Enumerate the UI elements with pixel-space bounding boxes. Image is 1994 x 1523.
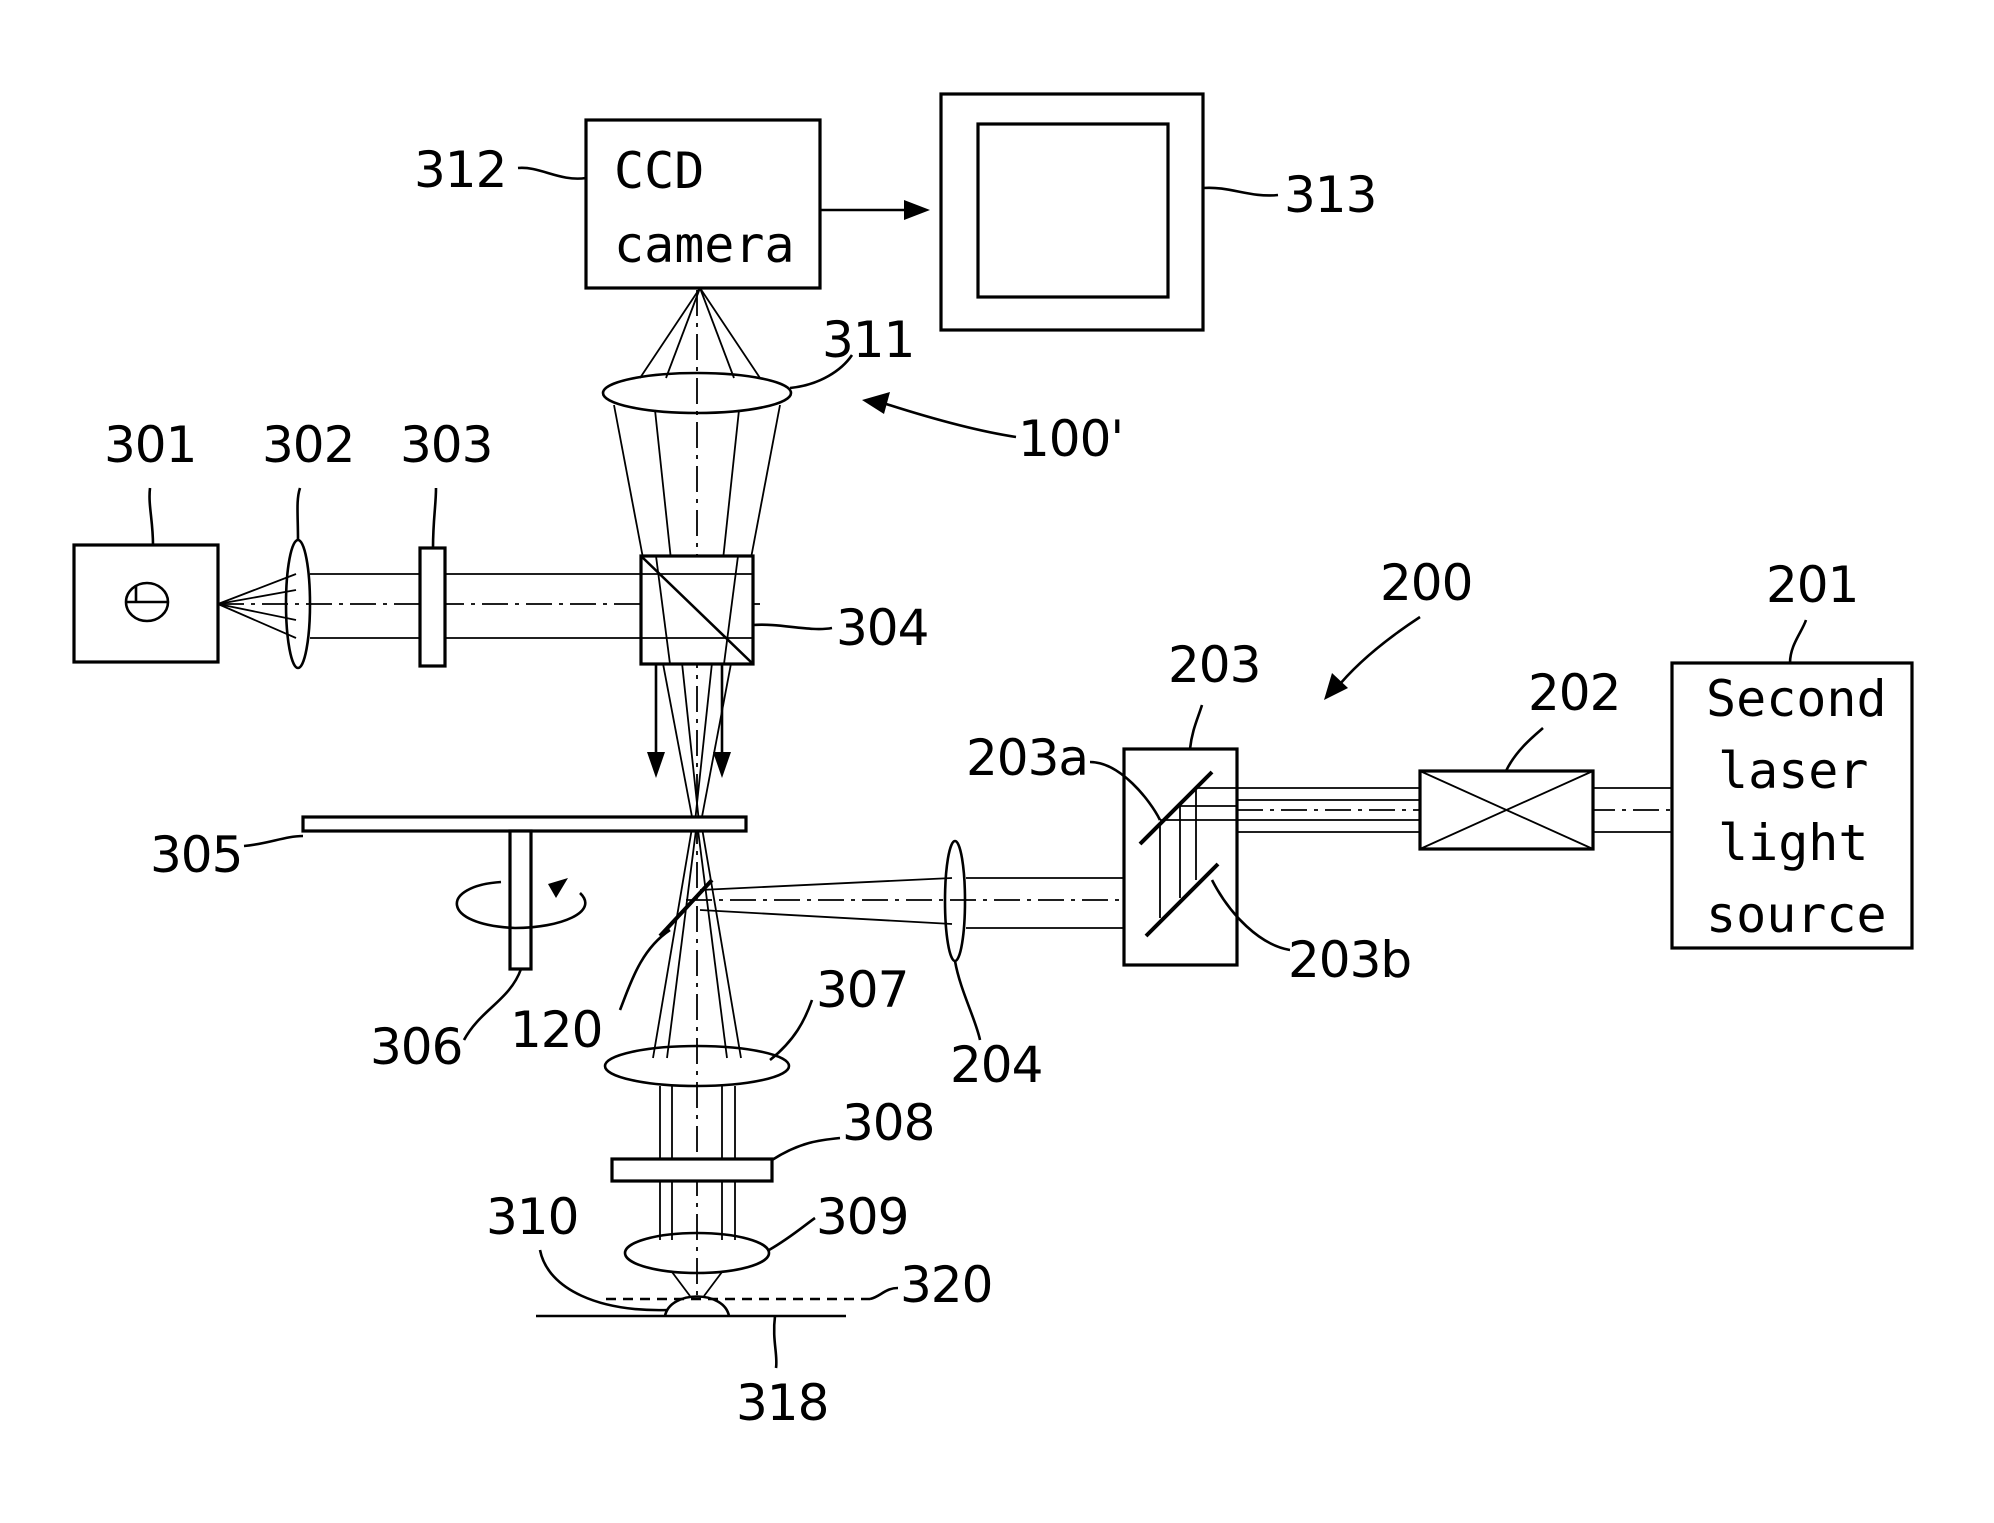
label-203: 203 <box>1168 640 1260 690</box>
label-203b: 203b <box>1288 935 1411 985</box>
label-312: 312 <box>414 145 506 195</box>
source-ray-bottom <box>218 604 296 638</box>
label-305: 305 <box>150 830 242 880</box>
light-source-box-301 <box>74 545 218 662</box>
leader-201 <box>1790 620 1806 663</box>
diverging-ray-4 <box>697 822 727 1058</box>
mirror-120 <box>660 880 712 936</box>
focus-ray-right <box>704 1272 722 1296</box>
label-100prime: 100' <box>1018 414 1123 464</box>
leader-310 <box>540 1250 668 1310</box>
monitor-screen <box>978 124 1168 297</box>
label-201: 201 <box>1766 560 1858 610</box>
leader-313 <box>1203 188 1278 196</box>
label-203a: 203a <box>966 733 1088 783</box>
leader-203 <box>1190 705 1202 749</box>
leader-301 <box>150 488 153 545</box>
down-arrow-left-head <box>647 752 665 778</box>
laser-beam-lower <box>700 910 952 924</box>
label-311: 311 <box>822 315 914 365</box>
camera-ray-right-inner <box>700 288 734 378</box>
lens-204 <box>945 841 965 961</box>
second-laser-label-line1: Second <box>1706 674 1887 724</box>
arrow-100prime <box>880 402 1016 437</box>
ccd-camera-label-line2: camera <box>614 220 795 270</box>
label-301: 301 <box>104 420 196 470</box>
leader-312 <box>518 168 586 179</box>
second-laser-label-line3: light <box>1718 818 1869 868</box>
label-308: 308 <box>842 1098 934 1148</box>
rotating-disk-305 <box>303 817 746 831</box>
label-320: 320 <box>900 1260 992 1310</box>
label-318: 318 <box>736 1378 828 1428</box>
label-204: 204 <box>950 1040 1042 1090</box>
label-304: 304 <box>836 603 928 653</box>
camera-ray-right <box>700 288 760 378</box>
focus-ray-left <box>672 1272 690 1296</box>
diverging-ray-3 <box>667 822 697 1058</box>
label-200: 200 <box>1380 558 1472 608</box>
rotation-arrowhead <box>548 878 568 898</box>
laser-beam-upper <box>700 878 952 890</box>
label-313: 313 <box>1284 170 1376 220</box>
leader-308 <box>772 1138 840 1160</box>
label-307: 307 <box>816 965 908 1015</box>
label-309: 309 <box>816 1192 908 1242</box>
arrow-200-head <box>1324 673 1348 700</box>
camera-ray-left-inner <box>666 288 700 378</box>
shaft-306 <box>510 831 531 969</box>
camera-ray-left <box>640 288 700 378</box>
down-arrow-right-head <box>713 752 731 778</box>
arrow-200 <box>1335 617 1420 690</box>
leader-305 <box>244 836 303 846</box>
leader-309 <box>769 1218 815 1250</box>
label-202: 202 <box>1528 668 1620 718</box>
source-ray-mid-top <box>218 590 296 604</box>
source-ray-mid-bottom <box>218 604 296 620</box>
source-ray-top <box>218 574 296 604</box>
ccd-camera-label-line1: CCD <box>614 146 704 196</box>
label-120: 120 <box>510 1005 602 1055</box>
leader-302 <box>298 488 301 540</box>
label-303: 303 <box>400 420 492 470</box>
leader-202 <box>1506 728 1543 771</box>
leader-304 <box>753 625 832 629</box>
leader-318 <box>774 1316 776 1368</box>
label-310: 310 <box>486 1192 578 1242</box>
camera-to-monitor-arrowhead <box>904 200 930 220</box>
leader-204 <box>955 961 980 1040</box>
label-306: 306 <box>370 1022 462 1072</box>
arrow-100prime-head <box>862 392 890 414</box>
plate-308 <box>612 1159 772 1181</box>
leader-320 <box>870 1288 898 1299</box>
second-laser-label-line2: laser <box>1718 746 1869 796</box>
leader-303 <box>433 488 436 548</box>
filter-303 <box>420 548 445 666</box>
label-302: 302 <box>262 420 354 470</box>
second-laser-label-line4: source <box>1706 890 1887 940</box>
leader-307 <box>770 1000 812 1060</box>
diverging-ray-2 <box>701 822 741 1058</box>
